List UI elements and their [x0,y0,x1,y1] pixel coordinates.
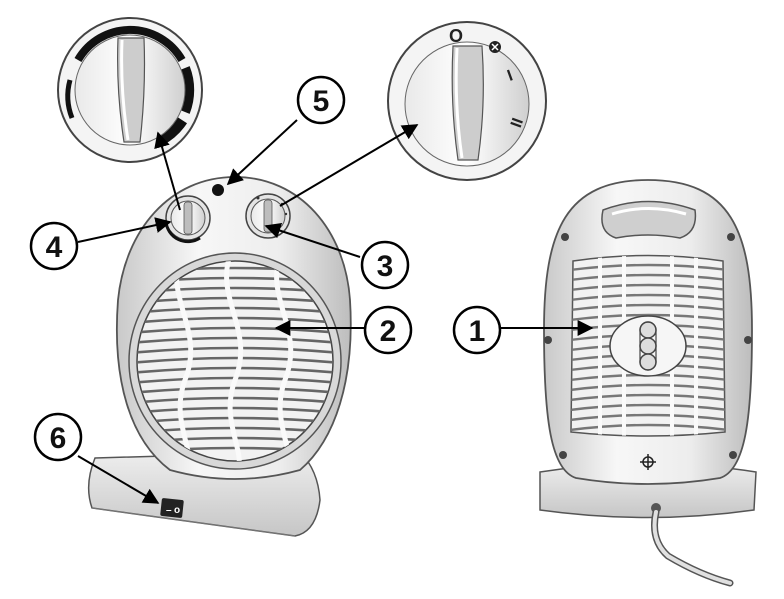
callout-3: 3 [360,240,410,290]
power-cord [651,503,734,587]
thermostat-dial-zoom [57,17,203,163]
switch-on-mark: – [166,505,172,516]
mode-dial-zoom: O I II [387,21,547,181]
back-heater [539,179,757,587]
leader-arrows [77,119,594,504]
carry-handle[interactable] [601,200,697,239]
callout-2: 2 [363,305,413,355]
rocker-switch[interactable]: – o [160,498,184,518]
power-indicator-light [212,184,224,196]
fan-mode-icon [489,41,501,53]
callout-4: 4 [29,221,79,271]
motor-hub [609,315,687,377]
snowflake-fan-icon [640,454,656,470]
dial-mark-off: O [449,26,463,46]
switch-off-mark: o [174,505,180,516]
front-heater: – o [87,176,352,537]
callout-2-label: 2 [380,315,397,348]
callout-5: 5 [296,75,346,125]
callout-6-label: 6 [50,422,67,455]
callout-6: 6 [33,412,83,462]
callout-1: 1 [452,305,502,355]
callout-4-label: 4 [46,231,63,264]
callout-1-label: 1 [469,315,486,348]
callout-5-label: 5 [313,85,330,118]
thermostat-knob-front[interactable] [164,195,211,244]
dial-mark-level-1: I [505,67,515,84]
callout-3-label: 3 [377,250,394,283]
